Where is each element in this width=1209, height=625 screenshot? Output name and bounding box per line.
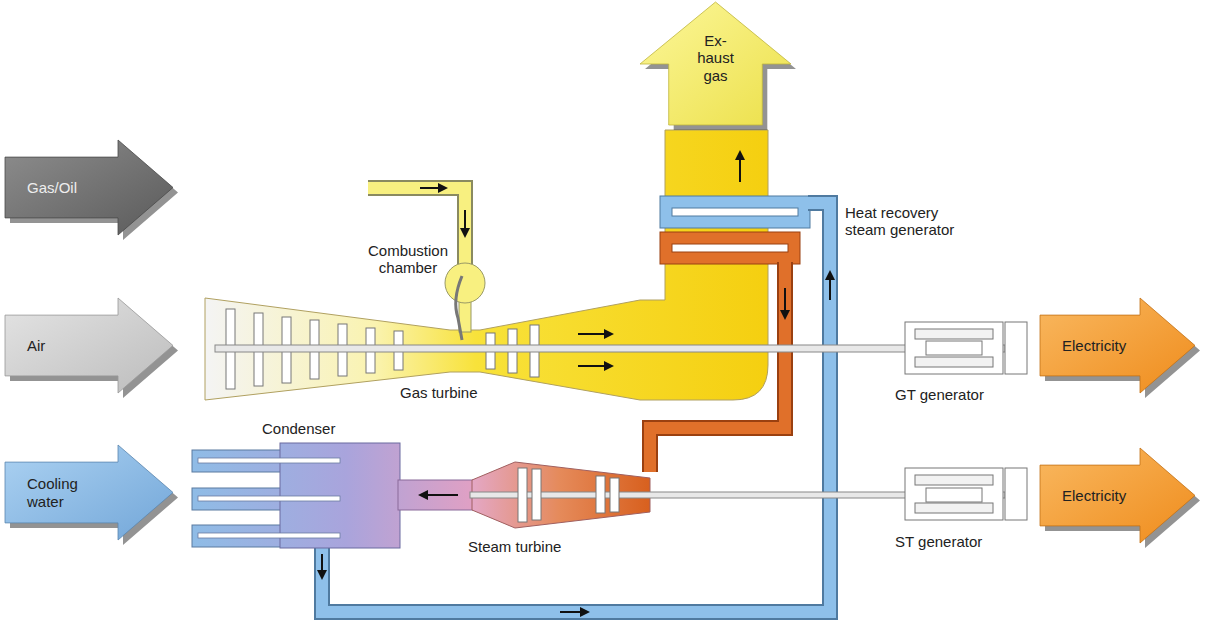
steam-pipe (650, 262, 785, 472)
flow-arrow-mark (420, 494, 458, 496)
flow-arrow: Air (5, 298, 178, 398)
flow-arrow-mark (578, 365, 612, 367)
arrow-text-holder: Electricity (1062, 448, 1126, 543)
generator-stator (915, 503, 993, 513)
flow-arrow: Ex- haust gas (640, 2, 796, 130)
arrow-label: Cooling water (27, 475, 102, 510)
generator-stator (915, 357, 993, 367)
arrow-text-holder: Air (27, 298, 45, 393)
arrow-shape (640, 2, 791, 125)
generator-stator (915, 329, 993, 339)
component-label: Heat recovery steam generator (845, 204, 980, 239)
steam-pipe-outline (650, 262, 785, 472)
generator-end-cap (1005, 468, 1027, 520)
gt-shaft (215, 345, 1005, 352)
arrow-text-holder: Ex- haust gas (640, 32, 791, 84)
generator-rotor (926, 488, 982, 502)
generator-stator (915, 475, 993, 485)
flow-arrow: Electricity (1040, 298, 1200, 398)
coil-slot (672, 208, 798, 216)
arrow-shape (1040, 448, 1195, 543)
combustion-chamber (445, 263, 485, 303)
arrow-text-holder: Cooling water (27, 445, 102, 540)
flow-arrow-mark (578, 333, 612, 335)
arrow-label: Gas/Oil (27, 179, 77, 196)
flow-arrow-mark (321, 554, 323, 578)
arrow-text-holder: Gas/Oil (27, 140, 77, 235)
arrow-label: Electricity (1062, 487, 1126, 504)
generator-housing (905, 322, 1003, 374)
arrow-shape (1040, 298, 1195, 393)
fuel-injector (456, 276, 462, 340)
tube-slot (198, 533, 340, 538)
generator-end-cap (1005, 322, 1027, 374)
flow-arrow-mark (784, 288, 786, 318)
arrow-label: Air (27, 337, 45, 354)
arrow-shape (5, 445, 173, 540)
flow-arrow-mark (829, 272, 831, 300)
coil-slot (672, 244, 788, 252)
component-label: Condenser (262, 420, 382, 437)
arrow-label: Electricity (1062, 337, 1126, 354)
arrow-label: Ex- haust gas (691, 32, 741, 84)
flow-arrow-mark (464, 210, 466, 236)
arrow-text-holder: Electricity (1062, 298, 1126, 393)
gas-turbine-body (205, 130, 768, 400)
flow-arrow-mark (560, 611, 588, 613)
turbine-blade (518, 468, 527, 522)
turbine-blade (532, 469, 541, 520)
arrow-shape (5, 140, 173, 235)
exhaust-steam-duct (398, 480, 474, 510)
component-label: Gas turbine (400, 384, 520, 401)
component-label: GT generator (895, 386, 1035, 403)
component-label: ST generator (895, 533, 1035, 550)
generator-rotor (926, 341, 982, 355)
flow-arrow: Electricity (1040, 448, 1200, 548)
flow-arrow: Gas/Oil (5, 140, 178, 240)
tube-slot (198, 496, 340, 501)
feedwater-coil (660, 196, 810, 228)
tube-slot (198, 458, 340, 463)
component-label: Combustion chamber (362, 242, 454, 277)
flow-arrow-mark (739, 152, 741, 182)
turbine-blade (596, 476, 605, 513)
feedwater-pipe-outline (322, 203, 830, 612)
generator-housing (905, 468, 1003, 520)
feedwater-pipe (322, 203, 830, 612)
steam-coil (660, 232, 800, 264)
component-label: Steam turbine (468, 538, 608, 555)
turbine-blade (610, 478, 619, 512)
flow-arrow: Cooling water (5, 445, 178, 545)
arrow-shape (5, 298, 173, 393)
flow-arrow-mark (420, 187, 446, 189)
